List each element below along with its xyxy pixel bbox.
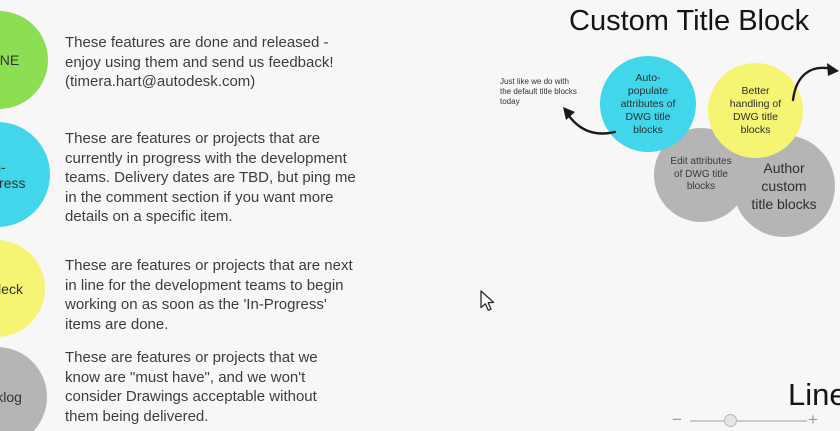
bubble-auto-populate-label: Auto- populate attributes of DWG title b… — [620, 71, 676, 136]
bubble-author-custom-label: Author custom title blocks — [751, 160, 817, 212]
board-section-title: Custom Title Block — [569, 5, 810, 37]
legend-desc-backlog: These are features or projects that we k… — [65, 349, 318, 425]
legend-circle-backlog-label: Backlog — [0, 389, 22, 405]
annotation-note[interactable]: Just like we do with the default title b… — [500, 77, 577, 106]
legend-desc-done: These features are done and released - e… — [65, 34, 334, 90]
legend-circle-in-progress[interactable]: In- Progress — [0, 122, 50, 227]
legend-circle-in-progress-label: In- Progress — [0, 158, 26, 191]
bubble-auto-populate[interactable]: Auto- populate attributes of DWG title b… — [600, 56, 696, 152]
legend-circle-backlog[interactable]: Backlog — [0, 347, 47, 431]
bubble-better-handling[interactable]: Better handling of DWG title blocks — [708, 63, 803, 158]
line-section-title: Line — [788, 377, 840, 412]
zoom-slider-thumb[interactable] — [724, 414, 737, 427]
legend-circle-on-deck-label: On-deck — [0, 280, 23, 297]
zoom-out-button[interactable]: − — [672, 410, 682, 429]
legend-circle-done-label: DONE — [0, 52, 20, 68]
legend-circle-on-deck[interactable]: On-deck — [0, 240, 45, 337]
zoom-in-button[interactable]: + — [808, 410, 818, 429]
zoom-slider-track[interactable] — [690, 420, 807, 422]
bubble-edit-attributes-label: Edit attributes of DWG title blocks — [670, 156, 732, 193]
legend-desc-on-deck: These are features or projects that are … — [65, 257, 353, 333]
mouse-cursor-icon — [480, 290, 495, 311]
legend-desc-in-progress: These are features or projects that are … — [65, 130, 356, 225]
bubble-better-handling-label: Better handling of DWG title blocks — [729, 84, 782, 136]
legend-circle-done[interactable]: DONE — [0, 11, 48, 109]
